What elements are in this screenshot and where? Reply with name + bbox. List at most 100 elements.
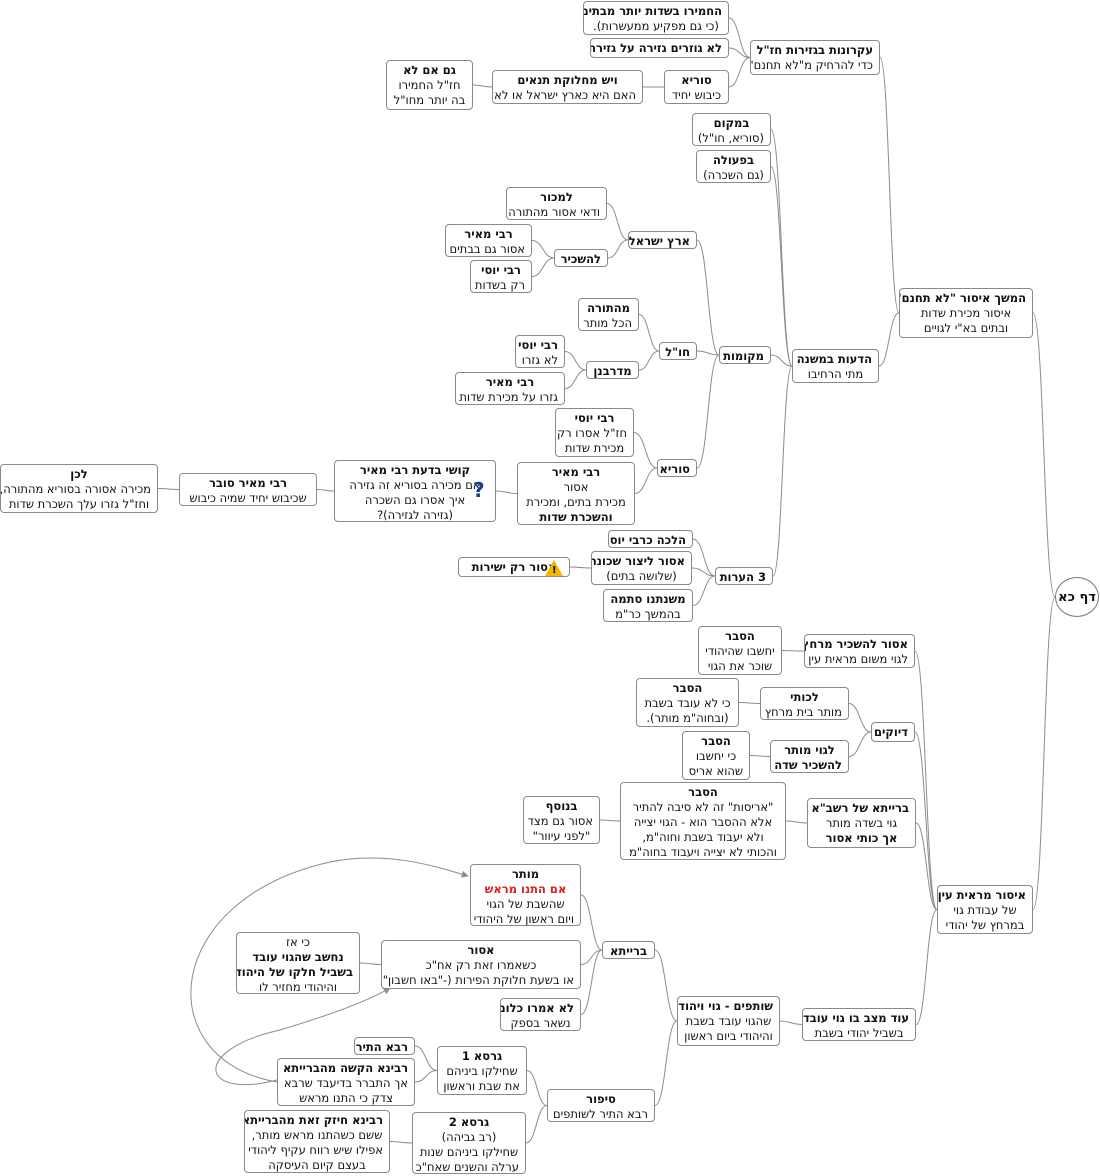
node-line: אלא ההסבר הוא - הגוי יצייה bbox=[633, 815, 773, 829]
node-line: איך אסרו גם השכרה bbox=[364, 493, 466, 507]
mindmap-node-n1b3b2[interactable]: מדרבנן bbox=[586, 361, 639, 379]
node-line: הסבר bbox=[672, 681, 703, 695]
mindmap-node-n1b4a[interactable]: הלכה כרבי יוסי bbox=[608, 530, 693, 548]
mindmap-node-n1b4[interactable]: 3 הערות bbox=[715, 567, 773, 585]
node-line: בשביל חלקו של היהודי bbox=[236, 965, 353, 979]
connector-n1b3a-n1b3a2 bbox=[607, 239, 629, 259]
mindmap-node-n1b1[interactable]: במקום(סוריא, חו"ל) bbox=[692, 113, 771, 146]
mindmap-node-n1a1[interactable]: החמירו בשדות יותר מבתים(כי גם מפקיע ממעש… bbox=[583, 1, 729, 35]
mindmap-node-n2b[interactable]: דיוקים bbox=[871, 722, 915, 742]
node-line: הדעות במשנה bbox=[796, 352, 872, 366]
root-node[interactable]: דף כא bbox=[1055, 577, 1099, 617]
node-line: את שבת וראשון bbox=[443, 1079, 520, 1093]
node-line: במרחץ של יהודי bbox=[945, 918, 1025, 932]
connector-n1b3b-n1b3b1 bbox=[638, 314, 660, 352]
connector-n2d1-n2d1b bbox=[654, 1020, 678, 1106]
node-line: לא גוזרים גזירה על גזירה bbox=[590, 41, 722, 55]
mindmap-node-n1b3[interactable]: מקומות bbox=[719, 346, 771, 364]
mindmap-node-n1a2[interactable]: לא גוזרים גזירה על גזירה bbox=[590, 38, 729, 58]
connector-n2a-n2a1 bbox=[781, 650, 805, 652]
mindmap-node-n1b3a[interactable]: ארץ ישראל bbox=[628, 231, 697, 249]
mindmap-node-n1b2[interactable]: בפעולה(גם השכרה) bbox=[696, 150, 771, 183]
node-line: ששם כשהתנו מראש מותר, bbox=[251, 1128, 383, 1142]
node-line: בה יותר מחו"ל bbox=[393, 93, 466, 107]
connector-root-n2 bbox=[1032, 596, 1056, 910]
connector-n1b-n1b3 bbox=[770, 354, 793, 367]
node-line: כיבוש יחיד bbox=[671, 88, 722, 102]
connector-n2d1a2-n2d1a2a bbox=[359, 962, 382, 965]
connector-n1b3a-n1b3a1 bbox=[606, 203, 629, 241]
node-line: כי יחשבו bbox=[695, 749, 737, 763]
node-line: הלכה כרבי יוסי bbox=[608, 533, 686, 547]
mindmap-node-n1b4b[interactable]: אסור ליצור שכונה(שלושה בתים) bbox=[591, 551, 692, 585]
node-line: חז"ל החמירו bbox=[398, 78, 461, 92]
mindmap-node-n1b3a2[interactable]: להשכיר bbox=[554, 249, 608, 267]
node-line: האם היא כארץ ישראל או לא bbox=[494, 88, 636, 102]
mindmap-node-n1b3c[interactable]: סוריא bbox=[657, 459, 697, 477]
connector-n1b-n1b2 bbox=[770, 166, 793, 367]
mindmap-node-n1b3b[interactable]: חו"ל bbox=[659, 342, 697, 360]
connector-n1-n1a bbox=[879, 57, 900, 314]
connector-root-n1 bbox=[1032, 312, 1056, 598]
connector-n1b3c2a1-n1b3c2a1a bbox=[157, 488, 180, 490]
connector-n1b3b2-n1b3b2a bbox=[564, 351, 587, 371]
node-line: לא אמרו כלום bbox=[500, 1001, 574, 1015]
mindmap-node-n2d1a[interactable]: ברייתא bbox=[602, 941, 655, 959]
node-line: והכותי לא יצייה ויעבוד בחוה"מ bbox=[629, 845, 777, 859]
node-line: (כי גם מפקיע ממעשרות). bbox=[593, 19, 719, 33]
node-line: רבינא חיזק זאת מהברייתא bbox=[244, 1113, 383, 1127]
warning-icon bbox=[545, 560, 563, 576]
node-line: מקומות bbox=[723, 349, 764, 363]
node-line: נשאר בספק bbox=[510, 1016, 571, 1030]
node-line: ויום ראשון של היהודי bbox=[473, 912, 574, 926]
connector-n2c-n2c1 bbox=[785, 820, 808, 824]
node-line: ולא יעבוד בשבת וחוה"מ, bbox=[642, 830, 764, 844]
node-line: למכור bbox=[540, 190, 573, 204]
mindmap-node-n1b4b1[interactable]: אסור רק ישירות bbox=[458, 557, 570, 577]
mindmap-node-n2d1b1a[interactable]: רבא התיר bbox=[354, 1037, 415, 1055]
connector-n2-n2b bbox=[914, 731, 938, 910]
connector-n1b4-n1b4a bbox=[692, 538, 716, 577]
node-line: קושי בדעת רבי מאיר bbox=[359, 463, 471, 477]
node-line: איסור מכירת שדות bbox=[920, 306, 1012, 320]
